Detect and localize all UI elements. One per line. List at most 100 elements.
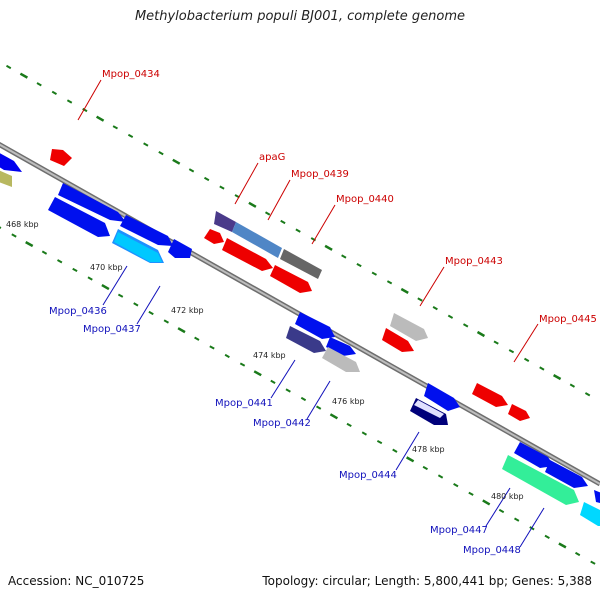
gene-label[interactable]: Mpop_0436: [49, 306, 107, 317]
gene-arrow[interactable]: [204, 229, 224, 244]
tick-mark: [143, 142, 149, 147]
tick-mark: [133, 302, 139, 307]
tick-mark: [112, 125, 118, 130]
gene-label[interactable]: Mpop_0441: [215, 398, 273, 409]
scale-label: 480 kbp: [491, 492, 524, 501]
tick-mark: [295, 228, 301, 233]
tick-mark: [315, 405, 322, 410]
tick-mark: [57, 259, 63, 264]
gene-arrow[interactable]: [295, 312, 335, 339]
genome-backbone-highlight: [0, 143, 600, 485]
tick-mark: [493, 340, 499, 345]
gene-label[interactable]: Mpop_0443: [445, 256, 503, 267]
tick-mark: [209, 345, 215, 350]
tick-mark: [148, 310, 154, 316]
tick-mark: [41, 250, 48, 255]
gene-arrow[interactable]: [58, 183, 126, 222]
tick-mark: [194, 336, 200, 341]
tick-mark: [392, 448, 398, 453]
tick-mark: [361, 431, 367, 436]
tick-mark: [117, 293, 124, 298]
gene-arrow[interactable]: [514, 442, 554, 468]
gene-arrow[interactable]: [594, 490, 600, 504]
tick-mark: [6, 64, 12, 70]
gene-label[interactable]: Mpop_0440: [336, 194, 394, 205]
tick-mark: [437, 474, 444, 479]
gene-arrow[interactable]: [114, 232, 162, 262]
tick-mark: [569, 383, 576, 388]
tick-mark: [584, 392, 591, 397]
tick-mark: [224, 353, 230, 359]
gene-label[interactable]: Mpop_0434: [102, 69, 160, 80]
tick-mark: [172, 158, 181, 165]
gene-arrow[interactable]: [0, 169, 12, 187]
gene-arrow[interactable]: [0, 151, 22, 172]
gene-label[interactable]: Mpop_0447: [430, 525, 488, 536]
tick-mark: [87, 276, 93, 281]
gene-label[interactable]: apaG: [259, 152, 285, 163]
tick-mark: [219, 185, 225, 190]
gene-arrow[interactable]: [424, 383, 460, 411]
gene-arrow[interactable]: [280, 249, 322, 279]
gene-arrow[interactable]: [390, 313, 428, 341]
gene-arrow[interactable]: [472, 383, 508, 407]
map-title: Methylobacterium populi BJ001, complete …: [134, 9, 466, 24]
tick-mark: [264, 211, 271, 216]
gene-arrow[interactable]: [120, 215, 173, 246]
tick-mark: [463, 323, 469, 328]
gene-label[interactable]: Mpop_0445: [539, 314, 597, 325]
gene-arrow[interactable]: [326, 337, 356, 356]
tick-mark: [158, 151, 164, 156]
tick-mark: [432, 306, 438, 311]
tick-mark: [280, 219, 286, 225]
tick-mark: [590, 560, 596, 565]
tick-mark: [514, 517, 520, 522]
gene-arrow[interactable]: [270, 265, 312, 293]
tick-mark: [51, 90, 58, 95]
gene-arrow[interactable]: [214, 211, 236, 232]
gene-arrow[interactable]: [545, 460, 588, 488]
tick-mark: [188, 168, 195, 173]
tick-mark: [300, 396, 307, 402]
tick-mark: [82, 107, 88, 113]
tick-mark: [346, 422, 352, 427]
tick-mark: [101, 284, 110, 291]
tick-mark: [11, 233, 17, 238]
tick-mark: [72, 267, 78, 272]
tick-mark: [558, 542, 567, 549]
tick-mark: [163, 319, 169, 324]
gene-arrow[interactable]: [508, 404, 530, 421]
scale-labels: 468 kbp 470 kbp 472 kbp 474 kbp 476 kbp …: [6, 220, 524, 501]
scale-label: 472 kbp: [171, 306, 204, 315]
tick-mark: [356, 263, 362, 268]
gene-arrow[interactable]: [168, 239, 192, 258]
gene-label[interactable]: Mpop_0448: [463, 545, 521, 556]
tick-mark: [324, 244, 333, 251]
gene-arrow[interactable]: [48, 197, 110, 237]
tick-mark: [371, 271, 377, 276]
gene-labels-forward: Mpop_0434 apaG Mpop_0439 Mpop_0440 Mpop_…: [102, 69, 597, 325]
gene-arrow[interactable]: [232, 222, 282, 258]
gene-arrow[interactable]: [50, 149, 72, 166]
gene-arrow[interactable]: [286, 326, 326, 353]
gene-arrow[interactable]: [414, 400, 444, 418]
tick-mark: [127, 133, 134, 138]
tick-mark: [248, 201, 257, 208]
scale-label: 470 kbp: [90, 263, 123, 272]
gene-arrow[interactable]: [382, 328, 414, 352]
gene-label[interactable]: Mpop_0442: [253, 418, 311, 429]
tick-mark: [422, 465, 428, 471]
tick-mark: [177, 327, 186, 334]
gene-arrow[interactable]: [322, 347, 360, 372]
gene-label[interactable]: Mpop_0437: [83, 324, 141, 335]
gene-arrow[interactable]: [580, 502, 600, 526]
label-connectors: [77, 79, 545, 548]
gene-arrow[interactable]: [502, 455, 579, 505]
gene-label[interactable]: Mpop_0439: [291, 169, 349, 180]
gene-arrow[interactable]: [222, 238, 273, 271]
tick-mark: [552, 374, 562, 381]
gene-label[interactable]: Mpop_0444: [339, 470, 397, 481]
tick-mark: [498, 508, 505, 514]
tick-mark: [19, 72, 29, 79]
